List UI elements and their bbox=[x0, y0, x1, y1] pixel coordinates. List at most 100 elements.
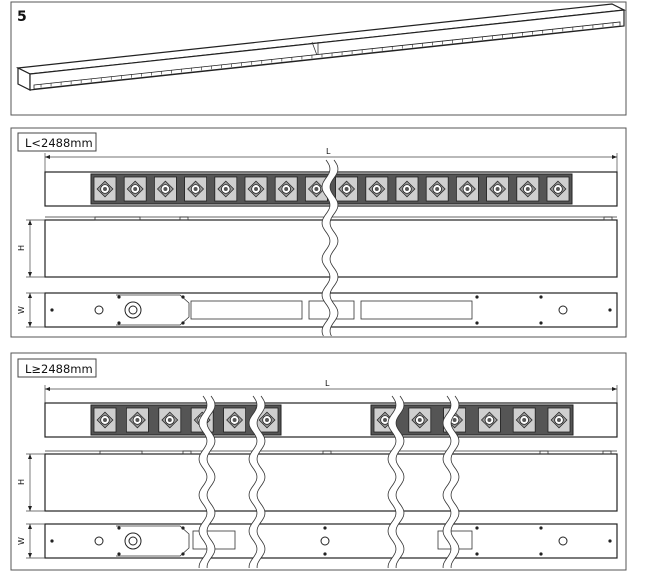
short-cover-3 bbox=[360, 300, 473, 320]
led-cell bbox=[516, 176, 540, 202]
long-length-arrow-right bbox=[612, 387, 617, 391]
led-cell bbox=[274, 176, 298, 202]
break-band-fill bbox=[388, 396, 404, 568]
width-arrow-top bbox=[28, 293, 32, 298]
long-height-arrow-bottom bbox=[28, 506, 32, 511]
break-line-left bbox=[248, 395, 258, 568]
led-cell bbox=[477, 407, 501, 433]
break-line-right bbox=[329, 159, 339, 337]
short-screw-8 bbox=[539, 295, 543, 299]
short-mount-hole-right bbox=[558, 305, 568, 315]
led-cell bbox=[395, 176, 419, 202]
panel-short-label: L<2488mm bbox=[25, 136, 93, 150]
long-screw-1 bbox=[50, 539, 54, 543]
long-clip-4 bbox=[539, 450, 549, 455]
led-cell bbox=[304, 176, 328, 202]
long-height-dimension-label: H bbox=[17, 479, 26, 485]
break-line-right bbox=[256, 395, 266, 568]
panel-long-label: L≥2488mm bbox=[25, 362, 93, 376]
long-width-arrow-bottom bbox=[28, 553, 32, 558]
long-cable-gland-inner bbox=[128, 536, 138, 546]
led-cell bbox=[455, 176, 479, 202]
long-screw-11 bbox=[539, 552, 543, 556]
long-screw-8 bbox=[475, 526, 479, 530]
long-break-band-3 bbox=[387, 395, 405, 568]
led-cell bbox=[126, 407, 149, 433]
short-driver-plate bbox=[116, 294, 190, 326]
led-cell bbox=[244, 176, 268, 202]
long-screw-10 bbox=[539, 526, 543, 530]
panel-short-length: L<2488mm L H bbox=[10, 127, 627, 338]
long-length-dimension-label: L bbox=[325, 379, 330, 388]
led-cell bbox=[365, 176, 389, 202]
short-screw-1 bbox=[50, 308, 54, 312]
panel-long-label-box bbox=[17, 358, 97, 378]
long-side-view bbox=[44, 453, 618, 512]
short-cable-gland-inner bbox=[128, 305, 138, 315]
led-cell bbox=[255, 407, 279, 433]
long-led-module-right bbox=[370, 404, 574, 436]
led-cell bbox=[214, 176, 238, 202]
long-screw-7 bbox=[323, 552, 327, 556]
long-width-arrow-top bbox=[28, 524, 32, 529]
long-mount-hole-2 bbox=[320, 536, 330, 546]
short-mount-hole-left bbox=[94, 305, 104, 315]
break-band-fill bbox=[443, 396, 459, 568]
long-screw-9 bbox=[475, 552, 479, 556]
short-screw-4 bbox=[181, 295, 185, 299]
short-screw-3 bbox=[117, 321, 121, 325]
figure-number: 5 bbox=[17, 9, 27, 25]
height-arrow-top bbox=[28, 220, 32, 225]
long-screw-2 bbox=[117, 526, 121, 530]
led-cell bbox=[93, 407, 117, 433]
long-screw-4 bbox=[181, 526, 185, 530]
short-screw-2 bbox=[117, 295, 121, 299]
long-screw-3 bbox=[117, 552, 121, 556]
width-arrow-bottom bbox=[28, 322, 32, 327]
led-cell bbox=[547, 407, 571, 433]
led-cell bbox=[486, 176, 510, 202]
led-cell bbox=[93, 176, 117, 202]
short-screw-9 bbox=[539, 321, 543, 325]
short-led-row bbox=[93, 176, 570, 202]
width-dimension-label: W bbox=[17, 306, 26, 314]
length-dimension-label: L bbox=[326, 147, 331, 156]
long-length-arrow-left bbox=[45, 387, 50, 391]
long-screw-6 bbox=[323, 526, 327, 530]
height-arrow-bottom bbox=[28, 272, 32, 277]
short-clip-1 bbox=[94, 216, 141, 221]
lens-cells bbox=[40, 22, 614, 88]
perspective-panel: 5 bbox=[10, 1, 627, 116]
break-line-left bbox=[442, 395, 452, 568]
break-band-fill bbox=[199, 396, 215, 568]
long-clip-5 bbox=[602, 450, 612, 455]
led-cell bbox=[123, 176, 147, 202]
short-screw-5 bbox=[181, 321, 185, 325]
length-arrow-left bbox=[45, 155, 50, 159]
break-line-left bbox=[198, 395, 208, 568]
short-cover-1 bbox=[190, 300, 303, 320]
led-cell bbox=[153, 176, 177, 202]
long-clip-3 bbox=[322, 450, 332, 455]
led-cell bbox=[546, 176, 570, 202]
long-screw-12 bbox=[608, 539, 612, 543]
short-clip-3 bbox=[603, 216, 613, 221]
long-mount-hole-3 bbox=[558, 536, 568, 546]
long-led-module-left bbox=[90, 404, 282, 436]
break-line-left bbox=[321, 159, 331, 337]
break-line-right bbox=[395, 395, 405, 568]
long-mount-hole-1 bbox=[94, 536, 104, 546]
led-cell bbox=[158, 407, 182, 433]
break-band-fill bbox=[322, 160, 338, 336]
short-screw-7 bbox=[475, 321, 479, 325]
long-screw-5 bbox=[181, 552, 185, 556]
led-cell bbox=[184, 176, 208, 202]
panel-short-label-box bbox=[17, 132, 97, 152]
short-clip-2 bbox=[179, 216, 189, 221]
panel-long-length: L≥2488mm L H bbox=[10, 352, 627, 571]
long-driver-plate bbox=[116, 525, 190, 557]
long-break-band-2 bbox=[248, 395, 266, 568]
led-cell bbox=[408, 407, 432, 433]
long-height-arrow-top bbox=[28, 454, 32, 459]
